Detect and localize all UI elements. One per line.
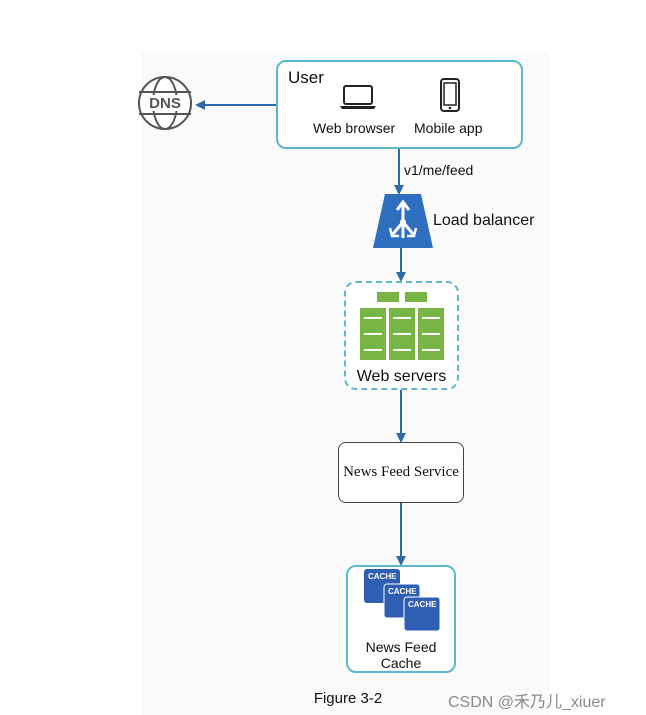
news-feed-service-box: News Feed Service <box>338 442 464 503</box>
smartphone-icon <box>440 78 460 112</box>
web-browser-label: Web browser <box>313 120 396 136</box>
svg-text:CACHE: CACHE <box>368 572 397 581</box>
load-balancer-icon <box>373 194 433 248</box>
web-servers-icon <box>360 292 444 360</box>
news-feed-cache-label: News Feed Cache <box>346 639 456 671</box>
dns-globe-icon: DNS <box>138 76 192 130</box>
load-balancer-label: Load balancer <box>433 212 535 229</box>
user-box <box>276 60 523 149</box>
svg-text:CACHE: CACHE <box>388 587 417 596</box>
cache-label-line2: Cache <box>380 655 422 671</box>
cache-label-line1: News Feed <box>365 639 437 655</box>
svg-text:DNS: DNS <box>149 95 181 112</box>
user-title: User <box>288 68 324 87</box>
figure-caption: Figure 3-2 <box>313 690 383 707</box>
watermark: CSDN @禾乃儿_xiuer <box>448 694 606 711</box>
news-feed-service-label: News Feed Service <box>343 464 459 480</box>
mobile-app-label: Mobile app <box>414 120 483 136</box>
laptop-icon <box>340 85 376 109</box>
cache-tile: CACHE <box>403 596 441 631</box>
web-servers-label: Web servers <box>356 368 447 385</box>
route-label: v1/me/feed <box>404 162 474 178</box>
svg-text:CACHE: CACHE <box>408 600 437 609</box>
cache-stack-icon: CACHE CACHE CACHE <box>364 569 441 631</box>
